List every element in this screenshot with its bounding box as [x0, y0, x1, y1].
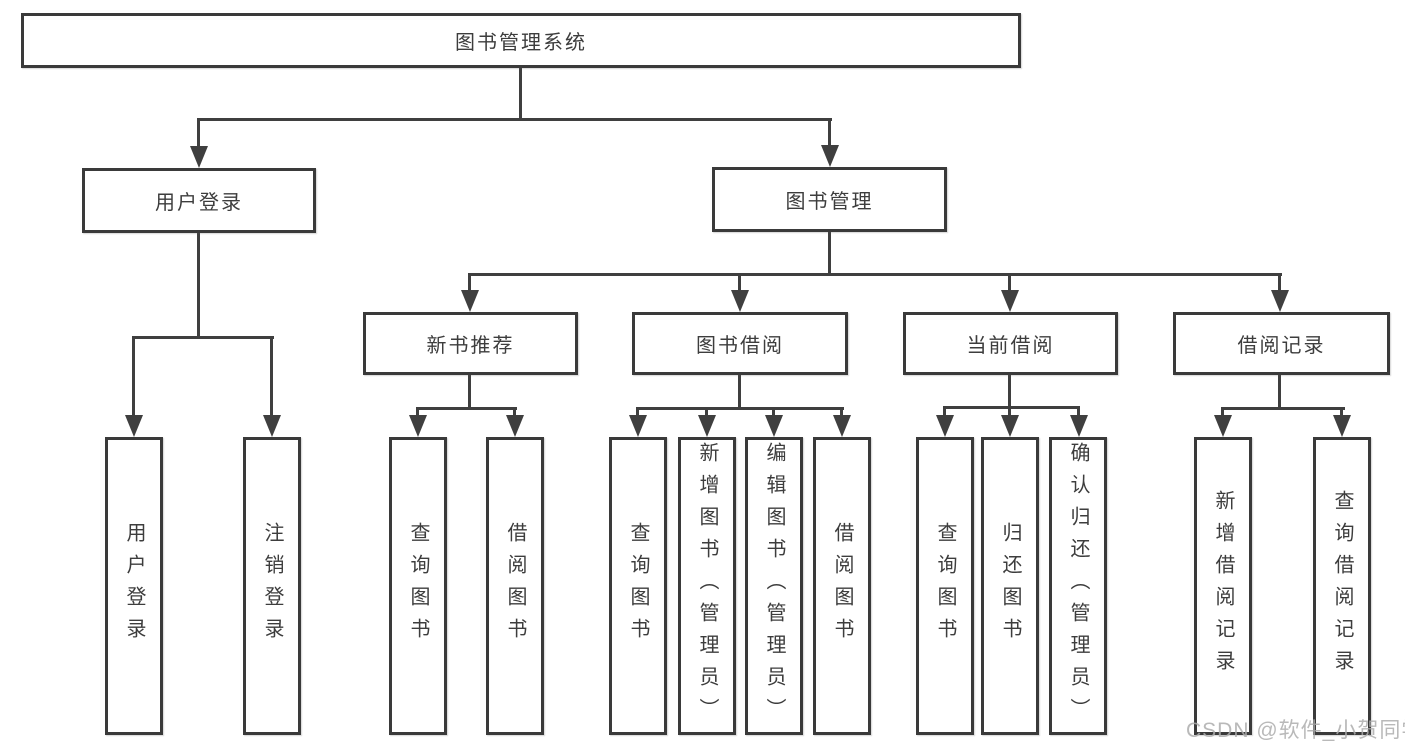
arrowhead-user-login [190, 146, 208, 168]
arrowhead-borrow-records [1271, 290, 1289, 312]
edge-nb-query-stub [416, 407, 419, 417]
node-user-login-label: 用户登录 [155, 192, 243, 214]
node-current-borrow: 当前借阅 [903, 312, 1118, 375]
edge-userlogin-stub [197, 118, 200, 150]
arrowhead-br-query [1333, 415, 1351, 437]
edge-level3-rail [468, 273, 1282, 276]
node-leaf-logout-label: 注销登录 [261, 522, 283, 650]
node-new-books-label: 新书推荐 [426, 335, 515, 357]
edge-bookborrow-stub [738, 273, 741, 292]
node-leaf-user-login: 用户登录 [105, 437, 163, 735]
node-book-borrow: 图书借阅 [632, 312, 848, 375]
edge-newbooks-drop [468, 375, 471, 410]
edge-userlogin-rail [132, 336, 274, 339]
node-leaf-bb-query: 查询图书 [609, 437, 667, 735]
node-leaf-bb-add-label: 新增图书（管理员） [696, 442, 718, 730]
edge-cb-return-stub [1008, 406, 1011, 417]
node-leaf-nb-query-label: 查询图书 [407, 522, 429, 650]
arrowhead-leaf-logout [263, 415, 281, 437]
edge-nb-borrow-stub [513, 407, 516, 417]
node-book-mgmt-label: 图书管理 [785, 191, 874, 213]
node-leaf-cb-query-label: 查询图书 [934, 522, 956, 650]
edge-leaf-userlogin-stub [132, 336, 135, 417]
node-leaf-bb-borrow: 借阅图书 [813, 437, 871, 735]
node-leaf-br-query: 查询借阅记录 [1313, 437, 1371, 735]
node-leaf-bb-borrow-label: 借阅图书 [831, 522, 853, 650]
node-leaf-bb-query-label: 查询图书 [627, 522, 649, 650]
node-root-label: 图书管理系统 [455, 32, 587, 54]
node-new-books: 新书推荐 [363, 312, 578, 375]
edge-currentborrow-rail [943, 406, 1080, 409]
edge-br-query-stub [1340, 407, 1343, 417]
csdn-watermark: CSDN @软件_小贺同学 [1186, 719, 1405, 742]
node-book-mgmt: 图书管理 [712, 167, 947, 232]
arrowhead-bb-query [629, 415, 647, 437]
node-leaf-logout: 注销登录 [243, 437, 301, 735]
edge-borrowrecords-drop [1278, 375, 1281, 410]
node-user-login: 用户登录 [82, 168, 316, 233]
arrowhead-br-add [1214, 415, 1232, 437]
edge-bookmgmt-drop [828, 232, 831, 276]
node-leaf-bb-edit-label: 编辑图书（管理员） [763, 442, 785, 730]
node-leaf-nb-borrow-label: 借阅图书 [504, 522, 526, 650]
edge-root-drop [519, 68, 522, 121]
edge-currentborrow-stub [1008, 273, 1011, 292]
node-leaf-cb-return: 归还图书 [981, 437, 1039, 735]
arrowhead-current-borrow [1001, 290, 1019, 312]
arrowhead-bb-edit [765, 415, 783, 437]
node-leaf-bb-add: 新增图书（管理员） [678, 437, 736, 735]
arrowhead-leaf-user-login [125, 415, 143, 437]
node-leaf-nb-query: 查询图书 [389, 437, 447, 735]
edge-userlogin-drop [197, 233, 200, 339]
node-leaf-cb-query: 查询图书 [916, 437, 974, 735]
arrowhead-nb-borrow [506, 415, 524, 437]
node-book-borrow-label: 图书借阅 [696, 335, 784, 357]
node-leaf-bb-edit: 编辑图书（管理员） [745, 437, 803, 735]
edge-newbooks-stub [468, 273, 471, 292]
edge-br-add-stub [1221, 407, 1224, 417]
arrowhead-book-mgmt [821, 145, 839, 167]
node-leaf-cb-return-label: 归还图书 [999, 522, 1021, 650]
edge-newbooks-rail [416, 407, 517, 410]
node-borrow-records: 借阅记录 [1173, 312, 1390, 375]
edge-cb-confirm-stub [1077, 406, 1080, 417]
edge-bb-borrow-stub [840, 407, 843, 417]
arrowhead-cb-confirm [1070, 415, 1088, 437]
node-borrow-records-label: 借阅记录 [1237, 335, 1326, 357]
node-leaf-br-add-label: 新增借阅记录 [1212, 490, 1234, 682]
arrowhead-cb-return [1001, 415, 1019, 437]
node-leaf-br-query-label: 查询借阅记录 [1331, 490, 1353, 682]
edge-leaf-logout-stub [270, 336, 273, 417]
node-leaf-br-add: 新增借阅记录 [1194, 437, 1252, 735]
edge-borrowrecords-rail [1221, 407, 1345, 410]
edge-bookborrow-rail [636, 407, 844, 410]
node-leaf-cb-confirm: 确认归还（管理员） [1049, 437, 1107, 735]
node-root: 图书管理系统 [21, 13, 1021, 68]
arrowhead-book-borrow [731, 290, 749, 312]
edge-bb-add-stub [705, 407, 708, 417]
node-leaf-user-login-label: 用户登录 [123, 522, 145, 650]
edge-bookmgmt-stub [828, 118, 831, 150]
arrowhead-bb-add [698, 415, 716, 437]
node-leaf-nb-borrow: 借阅图书 [486, 437, 544, 735]
edge-bb-query-stub [636, 407, 639, 417]
edge-bookborrow-drop [738, 375, 741, 410]
arrowhead-nb-query [409, 415, 427, 437]
edge-level2-rail [197, 118, 832, 121]
arrowhead-cb-query [936, 415, 954, 437]
edge-borrowrecords-stub [1278, 273, 1281, 292]
arrowhead-bb-borrow [833, 415, 851, 437]
node-current-borrow-label: 当前借阅 [966, 335, 1055, 357]
edge-bb-edit-stub [772, 407, 775, 417]
edge-cb-query-stub [943, 406, 946, 417]
edge-currentborrow-drop [1008, 375, 1011, 409]
node-leaf-cb-confirm-label: 确认归还（管理员） [1067, 442, 1089, 730]
arrowhead-new-books [461, 290, 479, 312]
